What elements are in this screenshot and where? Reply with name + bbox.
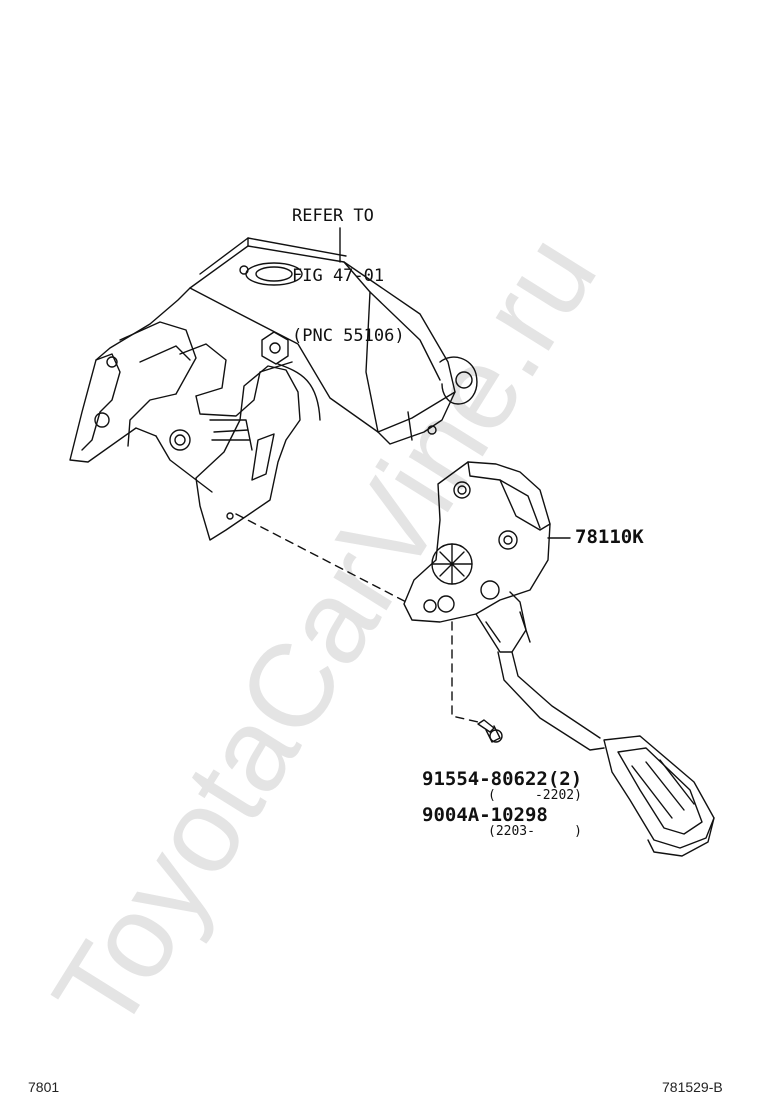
mount-guide-dashed [235,513,411,605]
bolt-a-date-range: ( -2202) [488,788,582,803]
accelerator-module-drawing [403,461,551,653]
part-number-bolt-a[interactable]: 91554-80622(2) [422,768,583,790]
part-number-78110k[interactable]: 78110K [575,526,644,548]
footer-right-code: 781529-B [662,1079,723,1095]
refer-line-1: REFER TO [292,206,374,226]
part-number-bolt-b[interactable]: 9004A-10298 [422,804,548,826]
refer-line-2: FIG 47-01 [292,266,385,286]
pedal-bracket-drawing [69,237,478,541]
refer-line-3: (PNC 55106) [292,326,405,346]
bolt-drawing [477,719,503,743]
pedal-arm-drawing [497,651,715,857]
bolt-guide-dashed [451,621,479,723]
footer-left-code: 7801 [28,1079,60,1095]
refer-to-label: REFER TO FIG 47-01 (PNC 55106) [292,166,405,366]
bolt-b-date-range: (2203- ) [488,824,582,839]
